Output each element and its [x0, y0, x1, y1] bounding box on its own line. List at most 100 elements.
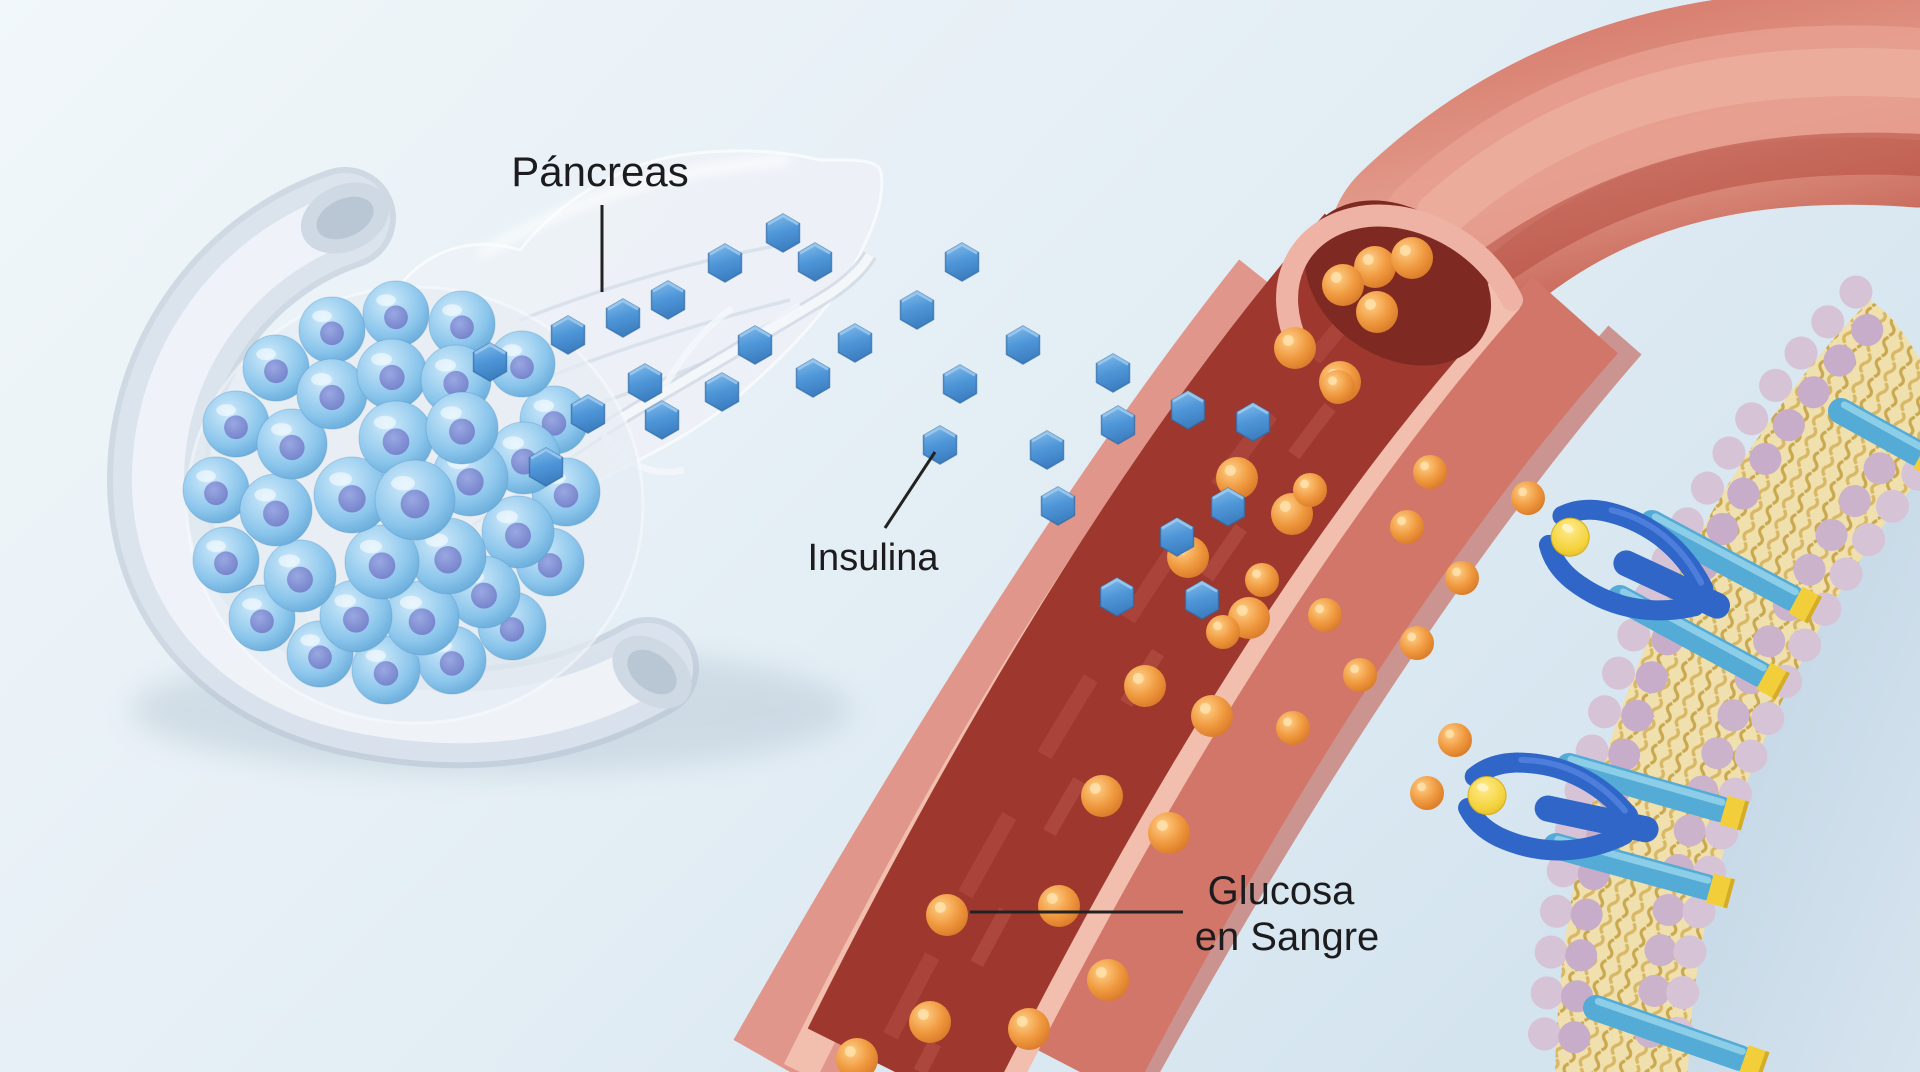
glucose-molecule-icon [1008, 1008, 1050, 1050]
glucose-molecule-icon [1390, 510, 1424, 544]
glucose-molecule-icon [1206, 615, 1240, 649]
insulin-molecule-icon [1170, 390, 1206, 430]
beta-cell-icon [313, 456, 391, 534]
cell-interior [1674, 470, 1920, 1072]
glucose-molecule-icon [1322, 264, 1364, 306]
insulin-molecule-icon [737, 325, 773, 365]
glucose-molecules [836, 237, 1545, 1072]
vessel-blood-streak-2 [913, 287, 1432, 1072]
insulin-molecule-icon [1159, 517, 1195, 557]
beta-cell-icon [256, 408, 328, 480]
beta-cell-icon [481, 495, 555, 569]
bound-insulin-icon [1467, 776, 1507, 816]
beta-cell-icon [239, 473, 313, 547]
vessel-lumen [807, 213, 1472, 1072]
glucose-molecule-icon [909, 1001, 951, 1043]
insulin-molecule-icon [472, 342, 508, 382]
insulin-molecule-icon [570, 394, 606, 434]
glucose-label-line1: Glucosa [1208, 869, 1355, 913]
membrane-head-row-inner-2 [1632, 436, 1909, 1072]
glucose-channel-icon [1828, 398, 1920, 472]
glucose-molecule-icon [1438, 723, 1472, 757]
membrane-head-row-outer-1 [1526, 275, 1873, 1072]
beta-cell-icon [351, 635, 421, 705]
insulin-molecule-icon [1210, 487, 1246, 527]
glucose-molecule-icon [1413, 455, 1447, 489]
insulin-molecule-icon [704, 372, 740, 412]
insulin-molecule-icon [942, 364, 978, 404]
insulin-receptors [1458, 499, 1731, 861]
insulin-molecule-icon [899, 290, 935, 330]
glucose-label-line2: en Sangre [1195, 915, 1380, 959]
insulin-molecule-icon [765, 213, 801, 253]
glucose-molecule-icon [1148, 812, 1190, 854]
insulin-receptor-icon [1538, 499, 1731, 621]
insulin-molecule-icon [707, 243, 743, 283]
glucose-molecule-icon [1354, 246, 1396, 288]
insulin-molecule-icon [650, 280, 686, 320]
beta-cell-icon [242, 334, 310, 402]
annotations: Páncreas Insulina Glucosa en Sangre [511, 148, 1379, 959]
beta-cell-icon [356, 338, 428, 410]
glucose-molecule-icon [1321, 370, 1355, 404]
beta-cell-icon [374, 459, 456, 541]
membrane-head-row-outer-2 [1557, 299, 1898, 1072]
glucose-molecule-icon [1400, 626, 1434, 660]
insulin-molecules [472, 213, 1271, 620]
insulin-molecule-icon [528, 447, 564, 487]
glucose-molecule-icon [1087, 959, 1129, 1001]
insulin-molecule-icon [1184, 580, 1220, 620]
beta-cell-icon [192, 526, 260, 594]
blood-vessel [733, 0, 1920, 1072]
glucose-molecule-icon [1511, 481, 1545, 515]
glucose-channel-icon [1556, 753, 1750, 831]
beta-cell-icon [344, 524, 420, 600]
glucose-molecule-icon [1293, 473, 1327, 507]
beta-cell-icon [263, 539, 337, 613]
glucose-channel-icon [1639, 510, 1823, 624]
glucose-molecule-icon [1343, 658, 1377, 692]
glucose-molecule-icon [1356, 291, 1398, 333]
insulin-molecule-icon [837, 323, 873, 363]
beta-cell-icon [428, 290, 496, 358]
beta-cell-icon [298, 296, 366, 364]
beta-cell-icon [182, 456, 250, 524]
insulin-molecule-icon [605, 298, 641, 338]
insulin-molecule-icon [1005, 325, 1041, 365]
vessel-opening-rim [1276, 204, 1523, 356]
insulin-molecule-icon [1100, 405, 1136, 445]
glucose-molecule-icon [1274, 327, 1316, 369]
glucose-molecule-icon [1081, 775, 1123, 817]
pancreas-label: Páncreas [511, 148, 688, 195]
duodenum [107, 167, 699, 769]
insulin-molecule-icon [944, 242, 980, 282]
insulin-molecule-icon [1029, 430, 1065, 470]
duodenum-opening-top-inner [316, 196, 374, 240]
pancreas-sheen [477, 155, 791, 260]
glucose-molecule-icon [1245, 563, 1279, 597]
glucose-molecule-icon [1308, 598, 1342, 632]
beta-cell-icon [362, 280, 430, 348]
vessel-tube-sheen [1416, 48, 1920, 239]
glucose-molecule-icon [836, 1038, 878, 1072]
insulin-label: Insulina [808, 537, 940, 579]
islet-beta-cells [182, 280, 601, 705]
glucose-molecule-icon [1410, 776, 1444, 810]
vessel-tube-shade [1424, 132, 1920, 326]
glucose-molecule-icon [1124, 665, 1166, 707]
beta-cell-icon [384, 580, 460, 656]
glucose-molecule-icon [1276, 711, 1310, 745]
beta-cell-icon [296, 358, 368, 430]
insulin-leader-line [883, 451, 937, 529]
duodenum-opening-bottom-inner [627, 649, 677, 695]
insulin-molecule-icon [1099, 577, 1135, 617]
insulin-molecule-icon [1235, 402, 1271, 442]
beta-cell-icon [488, 330, 556, 398]
insulin-molecule-icon [1040, 486, 1076, 526]
vessel-wall-right [1028, 276, 1618, 1072]
insulin-molecule-icon [797, 242, 833, 282]
insulin-receptor-icon [1458, 752, 1659, 861]
glucose-molecule-icon [1445, 561, 1479, 595]
